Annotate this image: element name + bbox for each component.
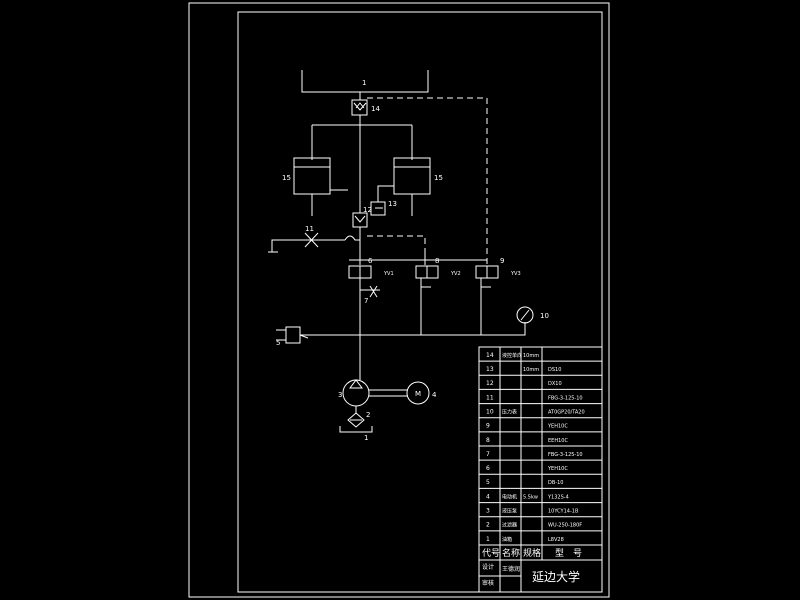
footer-designer: 王德润 xyxy=(502,565,520,573)
relief-valve-5-symbol xyxy=(276,329,309,341)
label-14: 14 xyxy=(371,105,380,113)
row-model: EEH10C xyxy=(548,438,568,444)
line-throttle-11 xyxy=(271,235,360,252)
outer-border xyxy=(188,2,610,598)
pilot-line-14 xyxy=(367,97,488,265)
label-tank-bottom: 1 xyxy=(364,434,368,442)
inner-border xyxy=(237,11,603,593)
label-5: 5 xyxy=(276,339,280,347)
row-no: 1 xyxy=(486,536,490,543)
row-name: 液控单向 xyxy=(502,352,522,359)
parts-table-frame xyxy=(478,346,603,593)
row-name: 过滤器 xyxy=(502,522,517,529)
label-yv2: YV2 xyxy=(450,271,461,277)
relief-valve-5 xyxy=(285,326,301,344)
cylinder-left-15 xyxy=(293,157,331,195)
label-15-right: 15 xyxy=(434,174,443,182)
pressure-line xyxy=(360,278,526,336)
row-model: FBG-3-125-10 xyxy=(548,452,583,458)
footer-role1: 设计 xyxy=(482,563,494,571)
header-spec: 规格 xyxy=(523,547,541,559)
top-tank xyxy=(301,70,429,93)
label-8: 8 xyxy=(435,257,439,265)
header-code: 代号 xyxy=(482,548,500,559)
label-yv3: YV3 xyxy=(510,271,521,277)
footer-role2: 审核 xyxy=(482,579,494,587)
row-no: 6 xyxy=(486,465,490,472)
label-motor-m: M xyxy=(415,390,421,398)
label-11: 11 xyxy=(305,225,314,233)
label-tank-top: 1 xyxy=(362,79,366,87)
row-no: 9 xyxy=(486,423,490,430)
row-model: AT0GP20/TA20 xyxy=(548,409,585,415)
hydraulic-schematic: 1 14 15 15 13 12 11 xyxy=(268,70,549,442)
row-no: 8 xyxy=(486,437,490,444)
bottom-tank xyxy=(339,426,373,433)
label-2: 2 xyxy=(366,411,370,419)
row-spec: 10mm xyxy=(523,353,539,359)
pump-motor-shaft xyxy=(369,389,408,397)
row-no: 7 xyxy=(486,451,490,458)
gauge-needle xyxy=(520,309,530,321)
school-name: 延边大学 xyxy=(532,569,580,584)
label-6: 6 xyxy=(368,257,373,265)
row-model: DX10 xyxy=(548,381,562,387)
pump-3-arrow xyxy=(349,379,363,389)
header-name: 名称 xyxy=(502,547,520,559)
label-9: 9 xyxy=(500,257,504,265)
check-valve-12-symbol xyxy=(354,215,366,223)
row-no: 12 xyxy=(486,380,494,387)
label-3: 3 xyxy=(338,391,342,399)
label-4: 4 xyxy=(432,391,437,399)
label-13: 13 xyxy=(388,200,397,208)
pressure-gauge-10 xyxy=(516,306,534,324)
cylinder-feed-lines xyxy=(311,124,413,160)
row-model: WU-250-180F xyxy=(548,523,582,529)
label-15-left: 15 xyxy=(282,174,291,182)
row-name: 油箱 xyxy=(502,536,512,543)
row-no: 3 xyxy=(486,507,490,514)
row-model: FBG-3-125-10 xyxy=(548,395,583,401)
throttle-valve-11 xyxy=(304,232,319,248)
row-model: 10YCY14-1B xyxy=(548,508,579,514)
row-no: 5 xyxy=(486,479,490,486)
row-model: YEH10C xyxy=(547,466,568,472)
cylinder-right-15 xyxy=(393,157,431,195)
drain-8 xyxy=(420,278,431,288)
row-model: DS10 xyxy=(548,367,561,373)
throttle-valve-7 xyxy=(360,285,380,298)
pilot-check-valve-14 xyxy=(351,99,368,116)
row-model: Y132S-4 xyxy=(547,494,569,500)
row-spec: 10mm xyxy=(523,367,539,373)
pilot-line-12 xyxy=(367,235,426,265)
check-valve-12 xyxy=(352,212,368,228)
pump-3 xyxy=(342,379,370,407)
sequence-valve-13 xyxy=(370,201,386,216)
drain-9 xyxy=(480,278,491,288)
check-valve-14-symbol xyxy=(353,102,367,111)
row-model: YEH10C xyxy=(547,424,568,430)
label-7: 7 xyxy=(364,297,368,305)
label-12: 12 xyxy=(363,206,372,214)
row-no: 2 xyxy=(486,522,490,529)
row-no: 14 xyxy=(486,352,494,359)
row-name: 压力表 xyxy=(502,408,517,415)
row-name: 液压泵 xyxy=(502,507,517,514)
row-no: 11 xyxy=(486,394,494,401)
filter-2 xyxy=(347,412,365,428)
row-model: DB-10 xyxy=(548,480,563,486)
cylinder-return-lines xyxy=(330,185,394,202)
row-no: 10 xyxy=(486,408,494,415)
row-no: 4 xyxy=(486,493,490,500)
label-yv1: YV1 xyxy=(383,271,394,277)
motor-4 xyxy=(406,381,430,405)
row-model: L8V28 xyxy=(548,537,564,543)
row-no: 13 xyxy=(486,366,494,373)
row-name: 电动机 xyxy=(502,493,517,500)
row-spec: 5.5kw xyxy=(523,494,538,500)
header-model: 型 号 xyxy=(555,548,582,559)
label-10: 10 xyxy=(540,312,549,320)
